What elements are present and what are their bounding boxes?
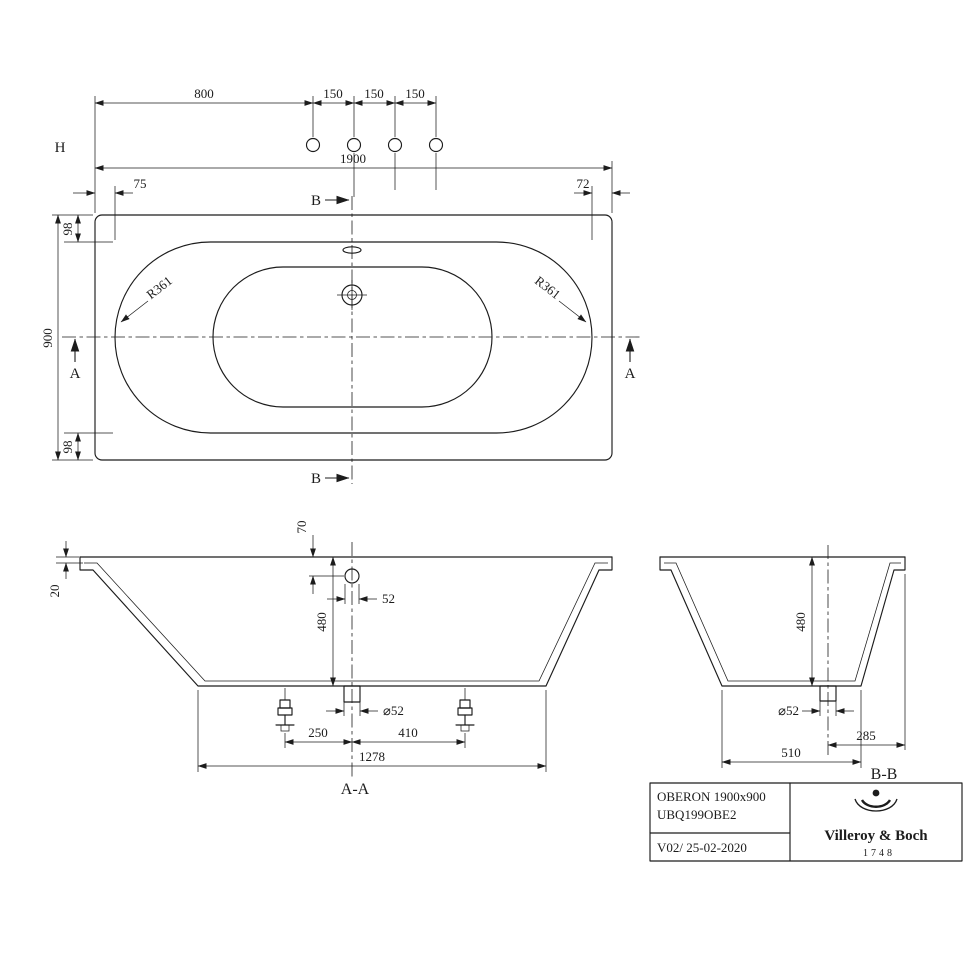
section-aa-title: A-A [341,781,370,798]
title-block-border [649,782,963,862]
tub-inner-profile [84,562,608,682]
section-mark-a-right: A [625,338,636,382]
dim-150a-label: 150 [323,86,343,101]
dim-410-label: 410 [398,725,418,740]
dim-72: 72 [574,176,630,196]
dim-98-bottom-label: 98 [60,441,75,454]
dim-52: 52 [327,584,395,606]
dim-285-label: 285 [856,728,876,743]
section-mark-a-left: A [70,338,81,382]
tap-holes [305,96,444,197]
overflow-hole [344,568,360,584]
dim-150b-label: 150 [364,86,384,101]
hole-row-label: H [55,140,66,156]
brand-name: Villeroy & Boch [824,828,928,844]
dim-250-label: 250 [308,725,328,740]
dim-98-top-label: 98 [60,223,75,236]
dim-phi52-aa: ⌀52 [326,702,404,718]
section-a-right-label: A [625,366,636,382]
dim-285: 285 [827,574,906,750]
tub-outer-edge [94,214,613,461]
section-a-left-label: A [70,366,81,382]
dim-75: 75 [73,176,147,196]
dim-1900-label: 1900 [340,151,366,166]
dim-1278: 1278 [197,690,547,772]
dim-phi52-bb-label: ⌀52 [778,703,799,718]
dim-1900: 1900 [94,151,613,171]
dim-480-aa: 480 [314,556,336,687]
dim-70-label: 70 [294,521,309,534]
section-mark-b-bottom: B [311,471,350,487]
villeroy-boch-logo-icon [854,789,898,812]
tub-outer-profile [79,556,613,687]
dim-phi52-bb: ⌀52 [778,701,854,718]
radius-callout-left: R361 [120,273,175,323]
dim-150c-label: 150 [405,86,425,101]
dim-510: 510 [721,690,862,768]
dim-900-label: 900 [40,328,55,348]
dim-72-label: 72 [577,176,590,191]
dim-52-label: 52 [382,591,395,606]
dim-480-bb: 480 [793,556,815,687]
dim-phi52-aa-label: ⌀52 [383,703,404,718]
radius-r361-left-label: R361 [144,273,175,302]
drain-boss-bb [819,685,837,702]
section-bb-title: B-B [871,766,898,783]
drain-boss-aa [343,685,361,703]
dim-70: 70 [294,521,344,594]
plan-view: 800 150 150 150 H 1900 75 72 98 98 [40,86,643,487]
article-number: UBQ199OBE2 [657,807,736,822]
drawing-version: V02/ 25-02-2020 [657,840,747,855]
tub-rim-edge [114,241,593,434]
dim-20-label: 20 [47,585,62,598]
plan-left-dimensions: 98 98 900 [40,214,81,461]
dim-480-bb-label: 480 [793,612,808,632]
section-aa-view: 70 20 52 480 ⌀52 [47,521,613,798]
dim-480-aa-label: 480 [314,612,329,632]
section-mark-b-top: B [311,193,350,209]
radius-r361-right-label: R361 [532,273,563,302]
section-b-bottom-label: B [311,471,321,487]
hole-spacing-dimensions: 800 150 150 150 [94,86,437,106]
tub-outer-profile-bb [659,556,906,687]
section-b-top-label: B [311,193,321,209]
dim-250-410: 250 410 [284,725,466,748]
brand-year: 1748 [863,848,895,859]
section-bb-view: 480 ⌀52 285 510 B-B [659,545,906,783]
foot-right [455,688,475,732]
dim-1278-label: 1278 [359,749,385,764]
dim-20: 20 [47,541,83,598]
dim-510-label: 510 [781,745,801,760]
foot-left [275,688,295,732]
dim-800-label: 800 [194,86,214,101]
tub-inner-profile-bb [664,562,901,682]
radius-callout-right: R361 [532,273,587,323]
dim-75-label: 75 [134,176,147,191]
product-name: OBERON 1900x900 [657,789,766,804]
title-block: OBERON 1900x900 UBQ199OBE2 V02/ 25-02-20… [649,782,963,862]
